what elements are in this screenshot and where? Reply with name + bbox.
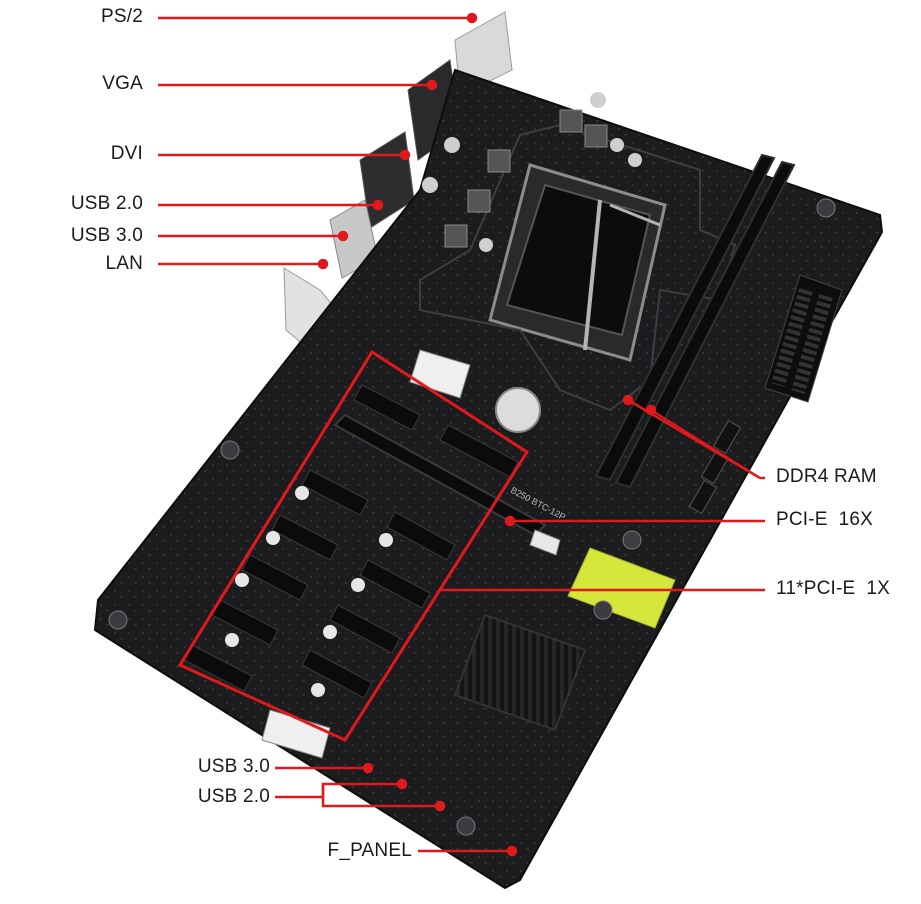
label-pcie-16x: PCI-E 16X <box>776 509 874 530</box>
callout-lines <box>158 12 765 857</box>
label-usb30-rear: USB 3.0 <box>70 225 143 246</box>
chipset-heatsink <box>453 613 587 732</box>
label-usb20-rear: USB 2.0 <box>70 193 143 214</box>
atx-24pin-connector <box>764 274 843 403</box>
label-lan: LAN <box>105 253 143 274</box>
pcie-x16-latch <box>529 529 561 556</box>
pcie-highlight-box <box>177 349 530 742</box>
yellow-label <box>567 547 676 629</box>
label-ddr4-ram: DDR4 RAM <box>776 466 877 487</box>
pcie-x1-slots <box>183 384 519 699</box>
label-usb20-header: USB 2.0 <box>197 786 270 807</box>
mounting-holes <box>108 198 836 836</box>
label-ps2: PS/2 <box>101 6 143 27</box>
ddr4-slots <box>594 153 796 489</box>
motherboard-pcb <box>93 68 884 890</box>
cmos-battery <box>495 387 541 433</box>
sata-ports <box>688 419 742 515</box>
label-f-panel: F_PANEL <box>327 840 412 861</box>
label-usb30-header: USB 3.0 <box>197 756 270 777</box>
molex-connector-lower <box>261 709 331 759</box>
label-pcie-1x: 11*PCI-E 1X <box>776 578 890 599</box>
label-dvi: DVI <box>110 143 143 164</box>
cpu-socket <box>488 163 667 362</box>
label-vga: VGA <box>102 73 143 94</box>
vrm-chokes <box>422 92 642 252</box>
